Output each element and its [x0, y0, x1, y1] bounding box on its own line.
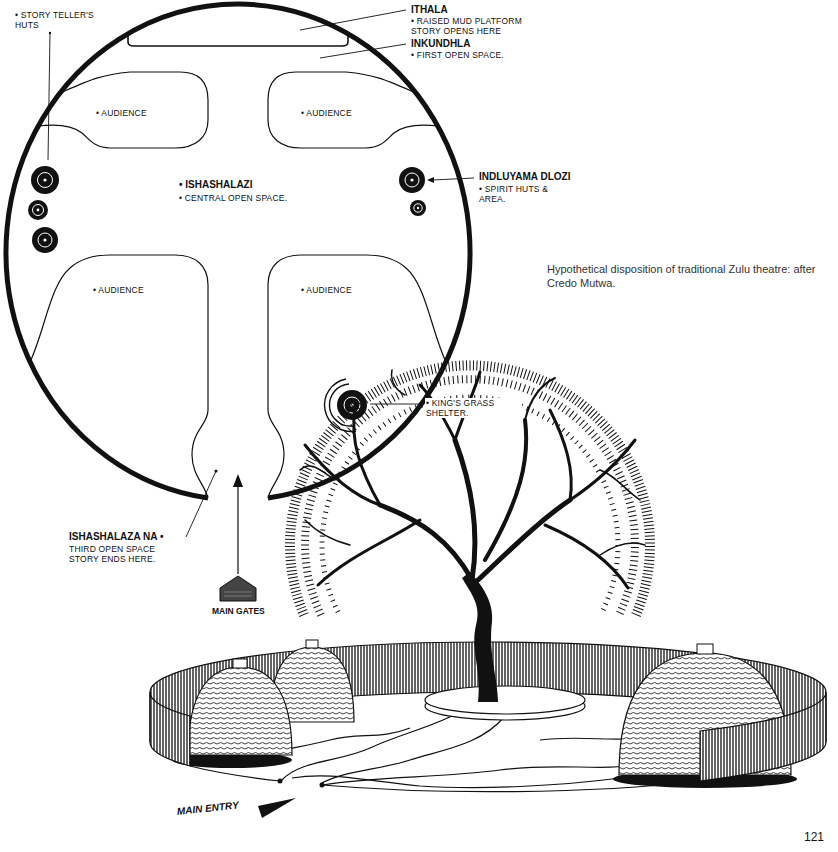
- audience-label: • AUDIENCE: [95, 108, 148, 118]
- spirit-huts: [399, 167, 426, 216]
- audience-boundaries: [30, 72, 446, 498]
- plan-heading: ISHASHALAZA NA •: [68, 531, 164, 543]
- ithala-platform: [128, 34, 348, 46]
- enclosure-wall: [6, 4, 470, 498]
- theatre-plan: [6, 4, 474, 601]
- plan-heading: INDLUYAMA DLOZI: [478, 171, 571, 183]
- plan-label: • RAISED MUD PLATFORM STORY OPENS HERE: [410, 16, 547, 36]
- fence-front-right: [700, 692, 826, 781]
- plan-heading: • ISHASHALAZI: [178, 179, 254, 191]
- audience-label: • AUDIENCE: [300, 285, 353, 295]
- plan-label: THIRD OPEN SPACE STORY ENDS HERE.: [68, 544, 170, 564]
- leader-lines: [48, 10, 474, 537]
- plan-heading: ITHALA: [410, 4, 449, 16]
- gate-label: MAIN GATES: [211, 606, 266, 616]
- audience-label: • AUDIENCE: [300, 108, 353, 118]
- plan-label: • SPIRIT HUTS & AREA.: [478, 184, 558, 204]
- story-teller-huts: [28, 166, 59, 253]
- plan-label: • FIRST OPEN SPACE.: [410, 50, 505, 60]
- page-number: 121: [803, 830, 825, 844]
- main-gates-symbol: [220, 474, 256, 601]
- audience-label: • AUDIENCE: [92, 285, 145, 295]
- plan-label: • KING'S GRASS SHELTER.: [425, 398, 522, 418]
- plan-label: • CENTRAL OPEN SPACE.: [178, 193, 288, 203]
- gate-posts: [278, 779, 325, 788]
- entry-arrow: [258, 798, 296, 818]
- tree-platform: [425, 686, 585, 720]
- theatre-illustration: [150, 365, 826, 818]
- fence-front-left: [150, 692, 190, 766]
- plan-label: • STORY TELLER'S HUTS: [14, 10, 116, 30]
- figure-caption: Hypothetical disposition of traditional …: [546, 262, 834, 290]
- plan-heading: INKUNDHLA: [410, 38, 471, 50]
- tree: [290, 365, 650, 702]
- entry-label: MAIN ENTRY: [175, 799, 240, 818]
- leader-heads: [49, 32, 434, 473]
